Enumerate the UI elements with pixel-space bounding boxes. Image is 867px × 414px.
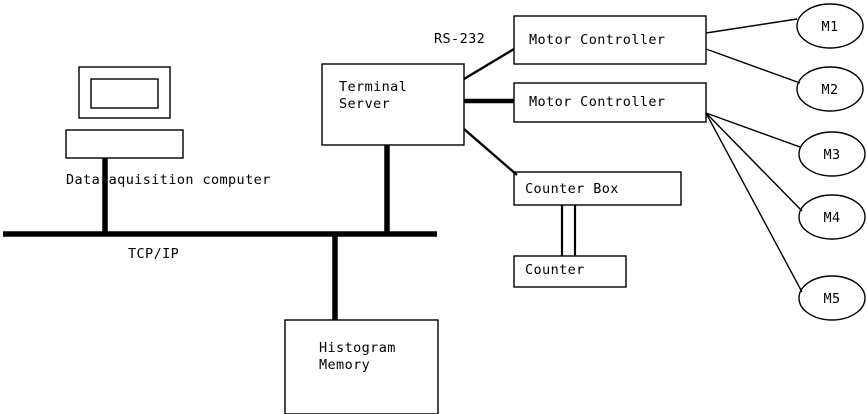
computer-label: Data aquisition computer [66,172,271,188]
terminal-server-label-line1: Terminal [339,79,408,95]
motor-m2-label: M2 [821,82,839,98]
link-mc2-to-m5 [705,112,803,293]
motor-m1-label: M1 [821,19,839,35]
link-mc1-to-m2 [705,48,801,84]
motor-m2-shape[interactable] [796,66,864,112]
motor-m5-shape[interactable] [798,275,866,321]
counter-box[interactable] [513,255,627,288]
motor-controller-1-box[interactable] [513,15,707,65]
link-terminal-server-to-counter-box [463,128,518,176]
motor-m4-shape[interactable] [798,194,866,240]
link-mc2-to-m4 [705,112,803,212]
link-mc1-to-m1 [705,18,798,34]
monitor-outer-shape [78,66,171,119]
computer-base-shape [65,129,184,159]
motor-m3-label: M3 [823,147,841,163]
terminal-server-label-line2: Server [339,96,391,112]
counter-label: Counter [525,262,585,278]
link-mc2-to-m3 [705,112,801,148]
motor-controller-2-label: Motor Controller [529,94,666,110]
rs232-label: RS-232 [434,31,486,47]
motor-m4-label: M4 [823,210,841,226]
counter-box-label: Counter Box [525,181,619,197]
histogram-memory-label-line1: Histogram [319,340,396,356]
motor-controller-1-label: Motor Controller [529,32,666,48]
histogram-memory-label-line2: Memory [319,357,371,373]
counter-box-box[interactable] [513,171,682,206]
histogram-memory-box[interactable] [284,319,439,414]
link-terminal-server-to-mc1 [463,47,515,81]
motor-m3-shape[interactable] [798,131,866,177]
terminal-server-box[interactable] [321,63,465,146]
tcpip-label: TCP/IP [128,246,180,262]
monitor-screen-shape [90,78,159,109]
motor-m1-shape[interactable] [796,3,864,49]
motor-m5-label: M5 [823,291,841,307]
